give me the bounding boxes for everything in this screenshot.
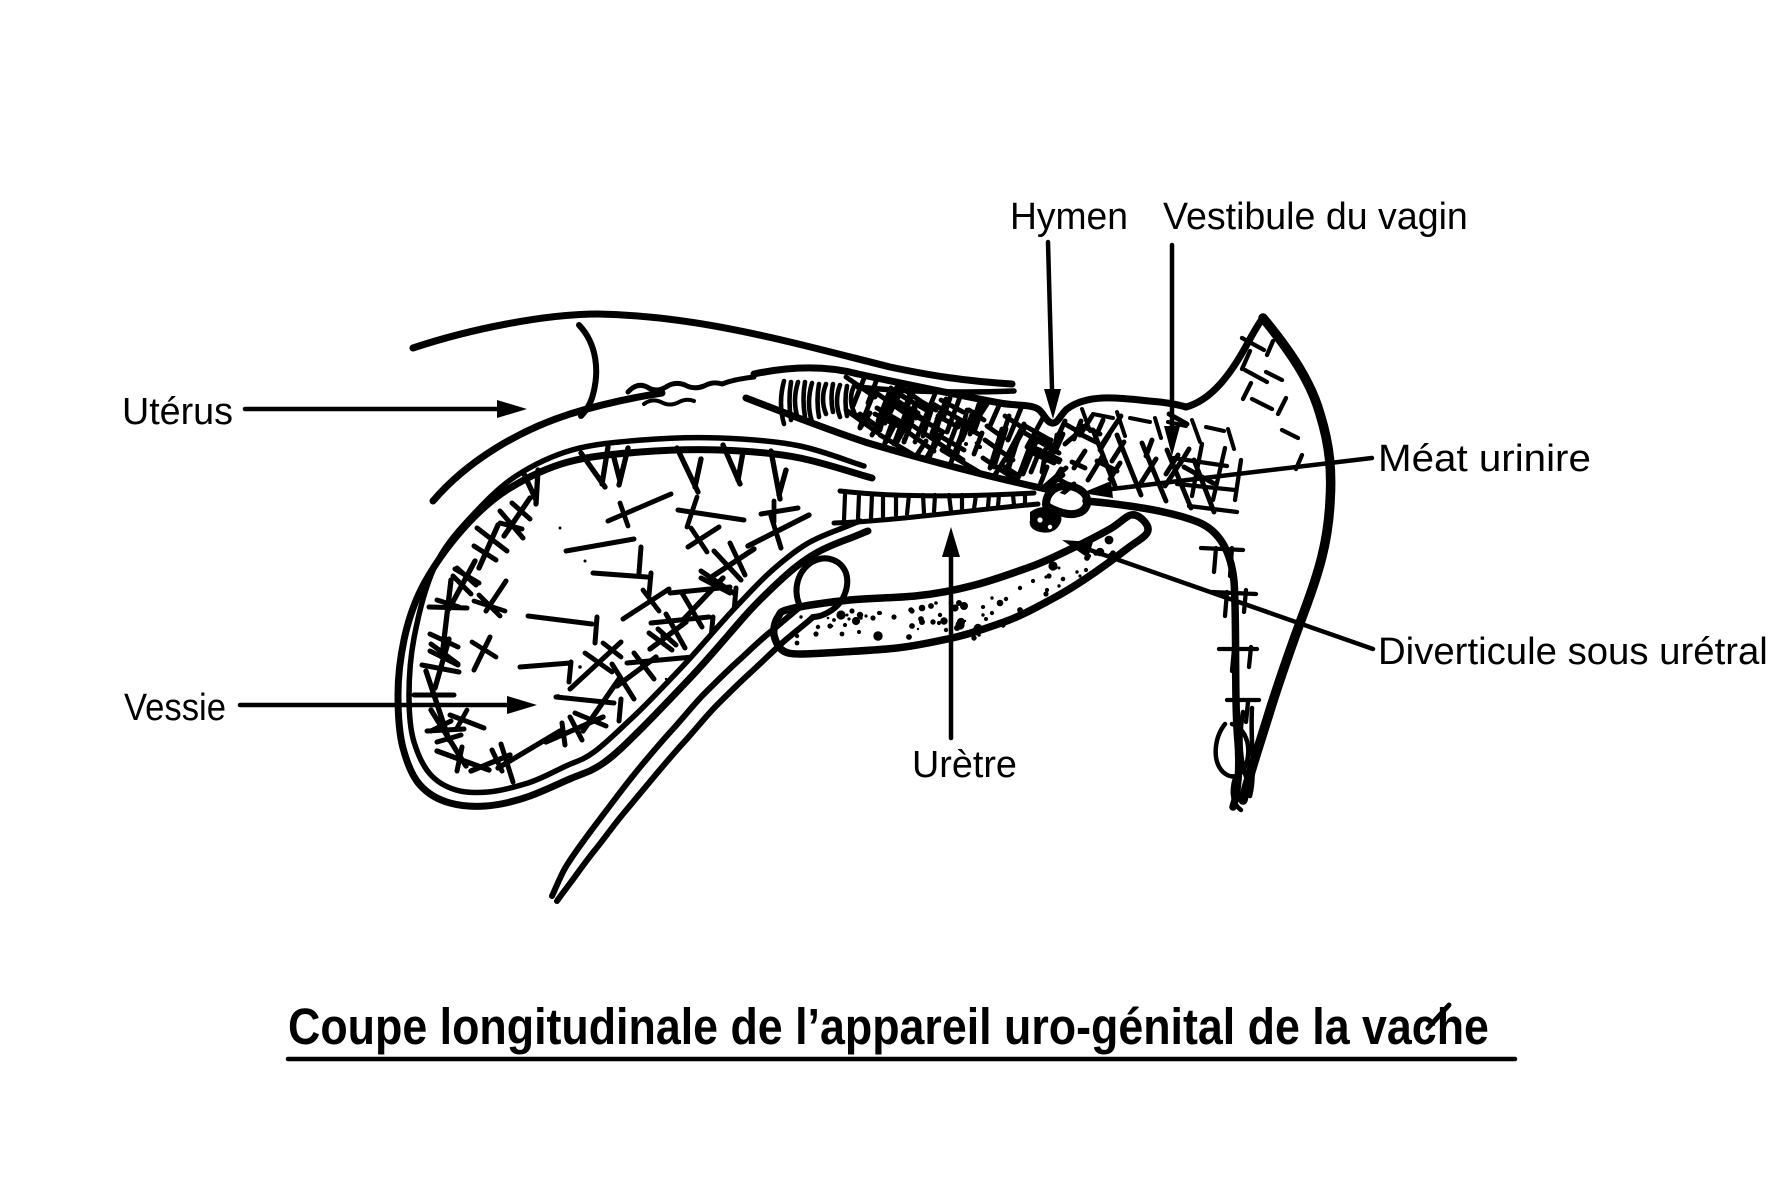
svg-text:Diverticule sous urétral: Diverticule sous urétral <box>1378 630 1768 673</box>
svg-text:Vestibule du vagin: Vestibule du vagin <box>1163 196 1468 238</box>
svg-text:Urètre: Urètre <box>912 744 1017 786</box>
svg-text:Méat urinire: Méat urinire <box>1378 438 1591 480</box>
svg-text:Coupe longitudinale de l’appar: Coupe longitudinale de l’appareil uro-gé… <box>288 999 1489 1055</box>
svg-text:Utérus: Utérus <box>122 391 233 433</box>
svg-text:Hymen: Hymen <box>1010 195 1128 237</box>
svg-text:Vessie: Vessie <box>124 686 226 729</box>
